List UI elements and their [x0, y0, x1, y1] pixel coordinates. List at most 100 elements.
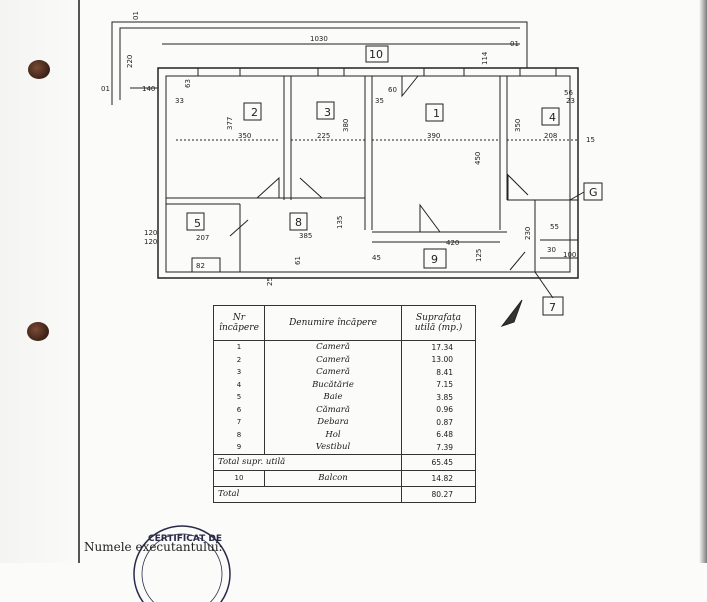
dim-140: 140 — [142, 85, 155, 93]
door-room1 — [419, 203, 441, 233]
row-name: Vestibul — [264, 441, 402, 454]
room-8-box — [289, 212, 308, 231]
room-box-1 — [425, 103, 444, 122]
balcony-inner — [119, 27, 520, 100]
total-row: Total 80.27 — [213, 485, 476, 503]
dim-01-b: 01 — [132, 11, 140, 20]
door-room3 — [299, 177, 323, 199]
table-row: 8 Hol 6.48 — [213, 428, 476, 441]
room-number-7: 7 — [549, 301, 556, 314]
row-nr: 4 — [213, 378, 265, 391]
dim-33: 33 — [175, 97, 184, 105]
dim-377: 377 — [226, 117, 234, 130]
bath-fixture — [191, 257, 221, 273]
dim-225: 225 — [317, 132, 330, 140]
row-area: 17.34 — [401, 340, 476, 354]
dim-15: 15 — [586, 136, 595, 144]
room-10-box — [365, 45, 389, 63]
window-room4 — [519, 67, 557, 77]
row-area: 0.96 — [401, 403, 476, 416]
room-box-3 — [316, 101, 335, 120]
row-area: 7.39 — [401, 441, 476, 454]
dim-420: 420 — [446, 239, 459, 247]
dim-56: 56 — [564, 89, 573, 97]
door-room4 — [507, 173, 529, 200]
row-name: Baie — [264, 391, 402, 404]
page-right-edge — [699, 0, 707, 563]
room-number-4: 4 — [549, 111, 556, 124]
row-area: 0.87 — [401, 416, 476, 429]
dim-380: 380 — [342, 119, 350, 132]
balcony-nr: 10 — [213, 469, 265, 487]
dim-60: 60 — [388, 86, 397, 94]
dim-125: 125 — [475, 249, 483, 262]
dim-45: 45 — [372, 254, 381, 262]
door-bath — [229, 219, 249, 237]
row-name: Cameră — [264, 353, 402, 366]
row-nr: 1 — [213, 340, 265, 354]
inner-wall — [165, 75, 571, 273]
balcony-outline — [111, 21, 528, 105]
row-nr: 7 — [213, 416, 265, 429]
dim-82: 82 — [196, 262, 205, 270]
dim-350-b: 350 — [514, 119, 522, 132]
dim-01-c: 01 — [510, 40, 519, 48]
total-label: Total — [213, 485, 402, 503]
row-name: Hol — [264, 428, 402, 441]
dim-350: 350 — [238, 132, 251, 140]
row-name: Bucătărie — [264, 378, 402, 391]
row-area: 8.41 — [401, 366, 476, 379]
table-row: 7 Debara 0.87 — [213, 416, 476, 429]
dim-63: 63 — [184, 79, 192, 88]
room-7-box — [542, 296, 564, 316]
table-row: 4 Bucătărie 7.15 — [213, 378, 476, 391]
leader-7 — [534, 271, 554, 299]
room-number-2: 2 — [251, 106, 258, 119]
room-number-1: 1 — [433, 107, 440, 120]
door-room2 — [256, 176, 280, 199]
row-area: 7.15 — [401, 378, 476, 391]
dim-390: 390 — [427, 132, 440, 140]
north-arrow-icon — [500, 299, 523, 327]
window-room2 — [197, 67, 241, 77]
room-number-9: 9 — [431, 253, 438, 266]
floor-plan: 1 2 3 4 5 G 7 8 9 10 1030 220 140 01 01 … — [101, 11, 603, 327]
table-header-row: Nr încăpere Denumire încăpere Suprafața … — [213, 305, 476, 341]
room-number-10: 10 — [369, 48, 383, 61]
balcony-row: 10 Balcon 14.82 — [213, 469, 476, 487]
total-area: 80.27 — [401, 485, 476, 503]
dim-61: 61 — [294, 256, 302, 265]
table-row: 6 Cămară 0.96 — [213, 403, 476, 416]
row-area: 6.48 — [401, 428, 476, 441]
dim-55: 55 — [550, 223, 559, 231]
balcony-name: Balcon — [264, 469, 402, 487]
table-row: 2 Cameră 13.00 — [213, 353, 476, 366]
row-name: Cameră — [264, 340, 402, 354]
room-box-4 — [541, 107, 560, 126]
dim-220: 220 — [126, 55, 134, 68]
executant-label: Numele executantului: — [84, 540, 223, 554]
room-number-5: 5 — [194, 217, 201, 230]
row-area: 13.00 — [401, 353, 476, 366]
dim-450: 450 — [474, 152, 482, 165]
table-row: 5 Baie 3.85 — [213, 391, 476, 404]
row-name: Cămară — [264, 403, 402, 416]
dim-35: 35 — [375, 97, 384, 105]
header-area: Suprafața utilă (mp.) — [401, 305, 476, 341]
total-util-label: Total supr. utilă — [213, 453, 402, 471]
page-left-margin — [0, 0, 78, 563]
dim-208: 208 — [544, 132, 557, 140]
dim-25: 25 — [266, 277, 274, 286]
room-number-3: 3 — [324, 106, 331, 119]
punch-hole-bottom — [27, 322, 49, 341]
balcony-area: 14.82 — [401, 469, 476, 487]
dim-135: 135 — [336, 216, 344, 229]
row-nr: 2 — [213, 353, 265, 366]
dim-100: 100 — [563, 251, 576, 259]
row-name: Debara — [264, 416, 402, 429]
header-nr: Nr încăpere — [213, 305, 265, 341]
row-nr: 6 — [213, 403, 265, 416]
row-nr: 3 — [213, 366, 265, 379]
room-number-8: 8 — [295, 216, 302, 229]
header-name: Denumire încăpere — [264, 305, 402, 341]
